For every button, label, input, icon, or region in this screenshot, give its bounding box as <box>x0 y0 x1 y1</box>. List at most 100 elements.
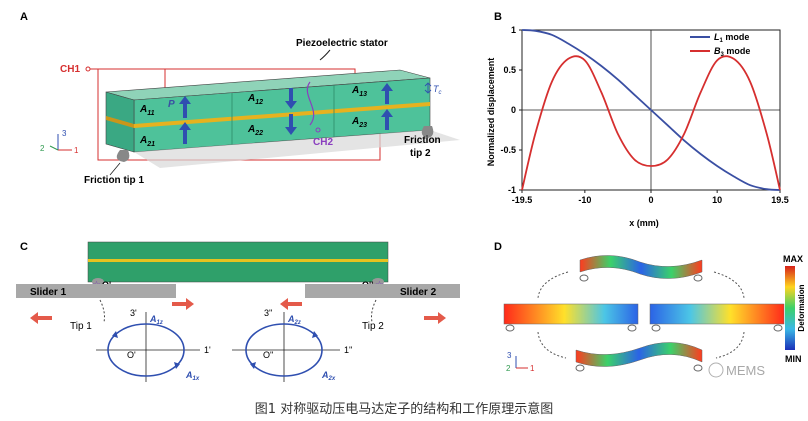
up-arrow-icon <box>179 122 191 144</box>
slider-1 <box>16 284 176 298</box>
colorbar-title: Deformation <box>797 284 806 331</box>
colorbar-min: MIN <box>785 354 802 364</box>
deformed-beam-bottom <box>575 342 703 367</box>
tip2-label-c: Tip 2 <box>362 321 384 332</box>
deformed-beam-right <box>649 303 785 325</box>
panel-label-b: B <box>494 11 502 23</box>
y-tick-label: 0 <box>511 105 516 115</box>
ch1-terminal <box>85 66 91 72</box>
tip-marker <box>773 324 783 332</box>
svg-text:3'': 3'' <box>264 308 273 318</box>
svg-text:O': O' <box>127 350 136 360</box>
thickness-label: Tc <box>433 84 442 96</box>
panel-a-figure: A Piezoelectric stator CH1 A11 A12 A13 A… <box>20 11 460 186</box>
tip-marker <box>693 364 703 372</box>
tip-marker <box>579 274 589 282</box>
axis-triad-d: 3 1 2 <box>506 351 535 373</box>
x-axis-label: x (mm) <box>629 218 659 228</box>
y-axis-label: Normalized displacement <box>486 58 496 167</box>
panel-d-figure: D MAX MIN Deformation 3 1 2 <box>494 241 806 378</box>
stator-pointer <box>319 49 331 61</box>
panel-d: D MAX MIN Deformation 3 1 2 <box>480 232 808 390</box>
panel-label-a: A <box>20 11 28 23</box>
x-tick-label: -10 <box>578 195 591 205</box>
tip-marker <box>693 274 703 282</box>
block-shadow <box>134 130 460 168</box>
series-line-1 <box>521 29 781 191</box>
up-arrow-icon <box>381 83 393 104</box>
friction-tip-2 <box>421 126 434 138</box>
axis-triad-a: 3 1 2 <box>40 129 79 155</box>
thickness-marker <box>424 82 432 94</box>
center-electrode-side-view <box>88 259 388 262</box>
center-electrode <box>134 102 430 128</box>
svg-text:2: 2 <box>506 364 511 373</box>
region-a22: A22 <box>247 124 263 137</box>
tip1-pointer <box>109 162 121 176</box>
trajectory-arrow-icon <box>312 331 318 338</box>
tip2-trajectory: 3'' 1'' O'' A2z A2x <box>232 308 353 382</box>
tip2-dashed-pointer <box>371 299 377 323</box>
tip-marker <box>575 364 585 372</box>
colorbar <box>785 266 795 350</box>
cycle-arrow <box>537 331 567 359</box>
series-line-2 <box>521 55 781 191</box>
cycle-arrow <box>537 271 569 299</box>
legend-label-2: B3 mode <box>714 46 750 58</box>
tip1-dashed-pointer <box>99 299 105 323</box>
svg-text:A1z: A1z <box>149 314 163 326</box>
friction-tip-1 <box>116 150 130 162</box>
ch1-wire <box>90 68 356 74</box>
panel-c-figure: C ☆ O' O'' ☆ Slider 1 Slider 2 Tip 1 Tip… <box>16 241 460 382</box>
region-a11: A11 <box>139 104 155 117</box>
svg-text:3': 3' <box>130 308 137 318</box>
x-tick-label: -19.5 <box>512 195 533 205</box>
left-arrow-icon <box>280 298 302 310</box>
region-a23: A23 <box>351 116 367 129</box>
panel-label-c: C <box>20 241 28 253</box>
svg-text:1: 1 <box>74 146 79 155</box>
panel-c: C ☆ O' O'' ☆ Slider 1 Slider 2 Tip 1 Tip… <box>0 232 480 390</box>
svg-text:1'': 1'' <box>344 345 353 355</box>
svg-text:1': 1' <box>204 345 211 355</box>
svg-text:A2x: A2x <box>321 370 336 382</box>
y-tick-label: 0.5 <box>503 65 516 75</box>
trajectory-arrow-icon <box>112 331 118 338</box>
y-tick-label: -1 <box>508 185 516 195</box>
right-arrow-icon <box>424 312 446 324</box>
x-tick-label: 19.5 <box>771 195 789 205</box>
tip2-label-2: tip 2 <box>410 148 431 159</box>
left-arrow-icon <box>30 312 52 324</box>
watermark-text: MEMS <box>726 363 765 378</box>
down-arrow-icon <box>285 114 297 135</box>
svg-text:A2z: A2z <box>287 314 301 326</box>
slider-2-label: Slider 2 <box>400 287 437 298</box>
svg-text:O'': O'' <box>263 350 274 360</box>
right-arrow-icon <box>172 298 194 310</box>
svg-text:1: 1 <box>530 364 535 373</box>
tip-marker <box>505 324 515 332</box>
chart-series <box>521 29 781 191</box>
ch2-wire <box>306 81 315 126</box>
x-tick-label: 0 <box>648 195 653 205</box>
region-a12: A12 <box>247 93 263 106</box>
deformed-beam-left <box>503 303 639 325</box>
x-tick-label: 10 <box>712 195 722 205</box>
stator-label: Piezoelectric stator <box>296 38 388 49</box>
down-arrow-icon <box>285 88 297 109</box>
mems-watermark: MEMS <box>708 362 765 378</box>
cycle-arrow <box>713 271 745 299</box>
tip-marker <box>627 324 637 332</box>
slider-2 <box>305 284 460 298</box>
tip1-trajectory: 3' 1' O' A1z A1x <box>96 308 211 382</box>
trajectory-arrow-icon <box>174 362 180 369</box>
svg-text:3: 3 <box>62 129 67 138</box>
polarization-arrows <box>179 83 393 144</box>
trajectory-arrow-icon <box>250 362 256 369</box>
center-electrode-side <box>106 116 134 128</box>
ch2-terminal <box>315 127 321 133</box>
